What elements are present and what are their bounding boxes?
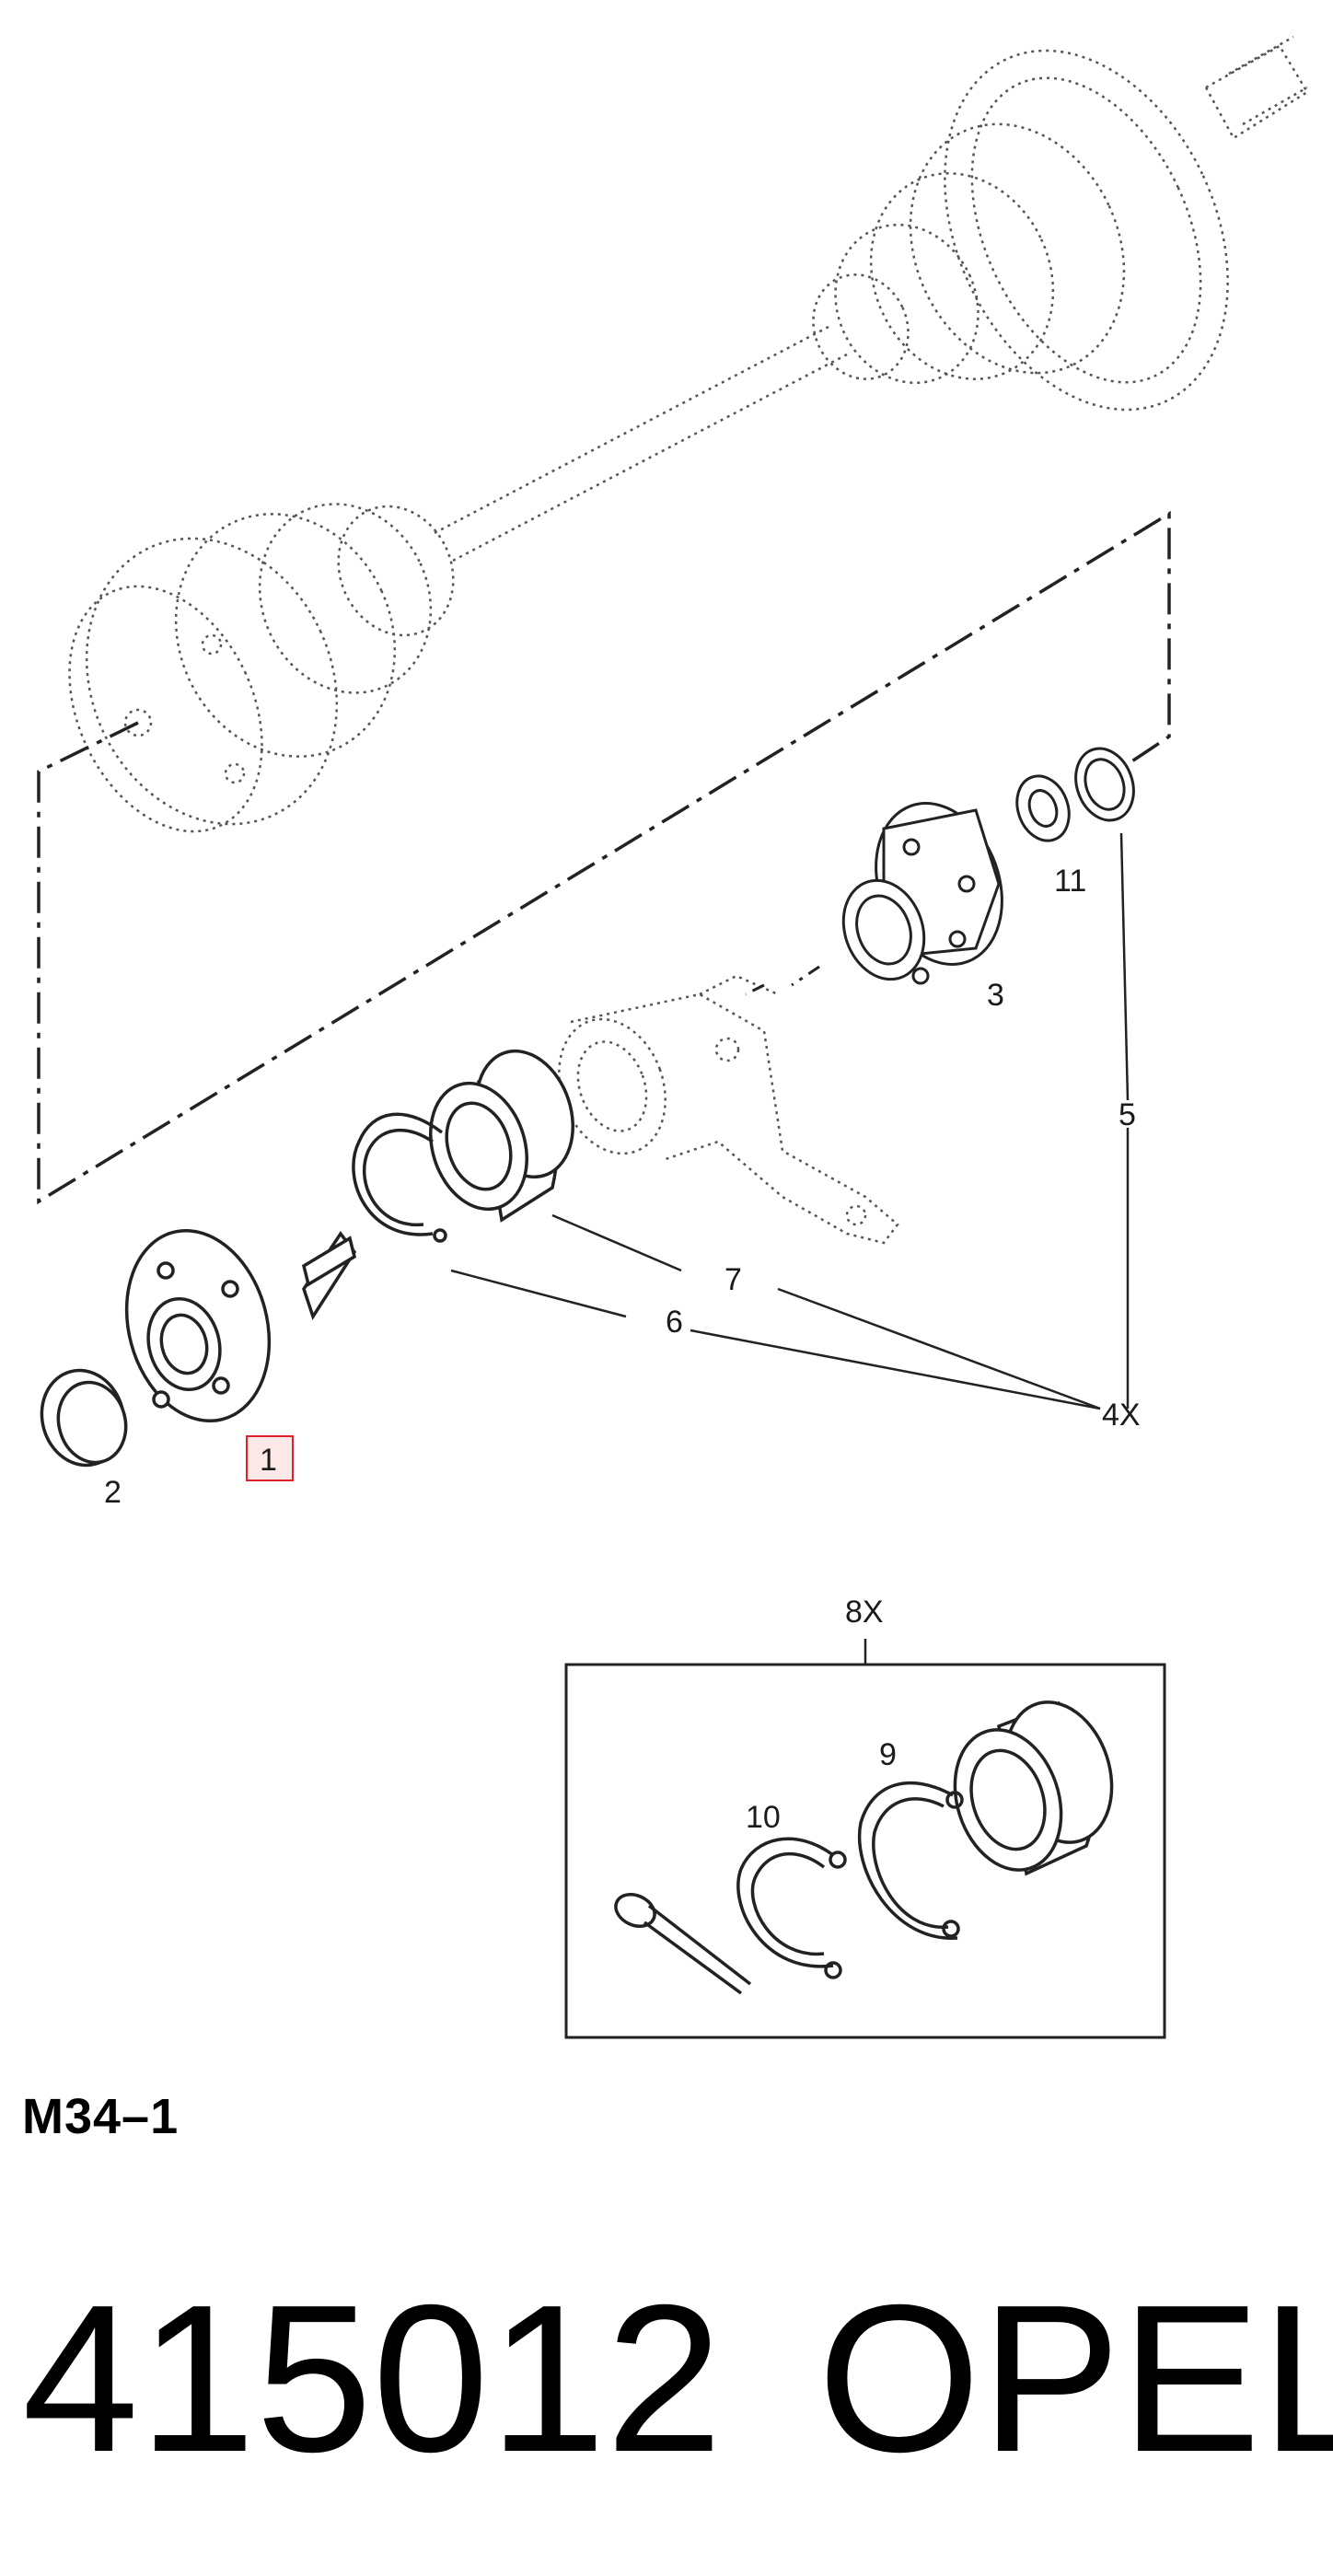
kit-bearing xyxy=(953,1700,1114,1876)
callout-7[interactable]: 7 xyxy=(724,1262,742,1297)
kit-ring-9 xyxy=(857,1781,964,1940)
assembly-boundary xyxy=(37,510,1171,1205)
exploded-parts-diagram: 1 2 3 4X 5 6 7 8X 9 10 11 xyxy=(37,35,1309,2039)
part-1-wheel-hub xyxy=(124,1228,357,1423)
leader-lines xyxy=(450,832,1130,1665)
kit-ring-10 xyxy=(736,1837,847,1979)
callout-11[interactable]: 11 xyxy=(1054,864,1086,899)
callout-10[interactable]: 10 xyxy=(746,1800,781,1835)
callout-9[interactable]: 9 xyxy=(879,1737,897,1772)
brand-name: OPEL xyxy=(817,2262,1333,2496)
diagram-code: M34–1 xyxy=(22,2089,180,2144)
callout-5[interactable]: 5 xyxy=(1119,1097,1136,1132)
callout-8x[interactable]: 8X xyxy=(845,1595,884,1630)
steering-knuckle xyxy=(558,974,899,1245)
kit-box xyxy=(564,1663,1166,2039)
callout-4x[interactable]: 4X xyxy=(1102,1398,1141,1433)
part-2-hub-cap xyxy=(40,1368,128,1468)
drive-shaft xyxy=(68,35,1309,833)
highlight-box-part-1 xyxy=(246,1435,294,1481)
callout-2[interactable]: 2 xyxy=(104,1475,122,1510)
kit-cotter-pin xyxy=(614,1893,752,1995)
part-number: 415012 xyxy=(22,2262,723,2496)
callout-3[interactable]: 3 xyxy=(987,978,1004,1013)
part-3-drive-flange xyxy=(841,802,1003,985)
part-11-nut-washer xyxy=(1015,747,1135,842)
callout-1[interactable]: 1 xyxy=(260,1443,277,1478)
part-7-wheel-bearing xyxy=(429,1049,574,1223)
callout-6[interactable]: 6 xyxy=(666,1305,683,1340)
part-6-snap-ring xyxy=(352,1112,447,1243)
